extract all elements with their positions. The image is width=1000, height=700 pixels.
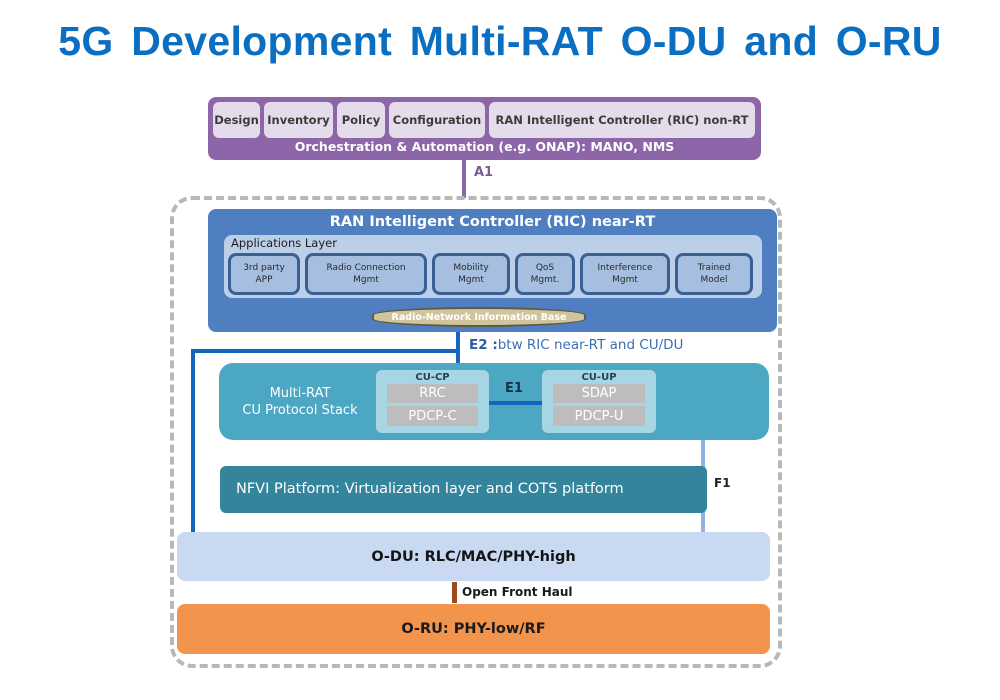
e2-label-text: btw RIC near-RT and CU/DU xyxy=(497,337,684,353)
e2-interface-line-vertical xyxy=(456,332,460,364)
ric-near-rt-title: RAN Intelligent Controller (RIC) near-RT xyxy=(329,214,656,230)
app-trained-model: Trained Model xyxy=(675,253,753,295)
ran-boundary-container xyxy=(170,196,782,668)
radio-network-information-base: Radio-Network Information Base xyxy=(372,307,586,327)
applications-layer-label: Applications Layer xyxy=(231,236,337,250)
orch-box-ric-non-rt: RAN Intelligent Controller (RIC) non-RT xyxy=(489,102,755,138)
open-fronthaul-line xyxy=(452,582,457,603)
orch-box-policy: Policy xyxy=(337,102,385,138)
o-du-block: O-DU: RLC/MAC/PHY-high xyxy=(177,532,770,581)
cu-cp-pdcp-c: PDCP-C xyxy=(387,406,478,426)
e2-interface-line-left xyxy=(191,349,195,534)
page-title: 5G Development Multi-RAT O-DU and O-RU xyxy=(58,18,942,64)
app-interference-mgmt: Interference Mgmt xyxy=(580,253,670,295)
rnib-label: Radio-Network Information Base xyxy=(391,311,567,323)
cu-up-title: CU-UP xyxy=(581,372,617,383)
cu-up-sdap: SDAP xyxy=(553,384,645,403)
nfvi-platform xyxy=(220,466,707,513)
e2-interface-label: E2 :btw RIC near-RT and CU/DU xyxy=(469,337,683,353)
a1-interface-line xyxy=(462,160,466,198)
app-qos-mgmt: QoS Mgmt. xyxy=(515,253,575,295)
app-mobility-mgmt: Mobility Mgmt xyxy=(432,253,510,295)
o-ru-block: O-RU: PHY-low/RF xyxy=(177,604,770,654)
cu-label-line2: CU Protocol Stack xyxy=(242,403,358,418)
o-ru-label: O-RU: PHY-low/RF xyxy=(401,621,546,637)
e2-label-bold: E2 : xyxy=(469,337,498,353)
app-third-party: 3rd party APP xyxy=(228,253,300,295)
cu-protocol-stack-label: Multi-RAT CU Protocol Stack xyxy=(230,385,370,419)
a1-interface-label: A1 xyxy=(474,165,494,180)
orch-box-design: Design xyxy=(213,102,260,138)
e1-interface-label: E1 xyxy=(505,381,523,396)
f1-interface-label: F1 xyxy=(714,476,731,490)
o-du-label: O-DU: RLC/MAC/PHY-high xyxy=(371,548,576,565)
cu-label-line1: Multi-RAT xyxy=(269,386,331,401)
orch-box-inventory: Inventory xyxy=(264,102,333,138)
open-fronthaul-label: Open Front Haul xyxy=(462,585,573,599)
nfvi-platform-label: NFVI Platform: Virtualization layer and … xyxy=(236,481,624,497)
cu-up-pdcp-u: PDCP-U xyxy=(553,406,645,426)
app-radio-connection-mgmt: Radio Connection Mgmt xyxy=(305,253,427,295)
orch-box-configuration: Configuration xyxy=(389,102,485,138)
cu-cp-title: CU-CP xyxy=(415,372,450,383)
e2-interface-line-horizontal xyxy=(191,349,460,353)
cu-cp-rrc: RRC xyxy=(387,384,478,403)
orchestration-caption: Orchestration & Automation (e.g. ONAP): … xyxy=(294,139,675,154)
e1-interface-line xyxy=(489,401,542,405)
